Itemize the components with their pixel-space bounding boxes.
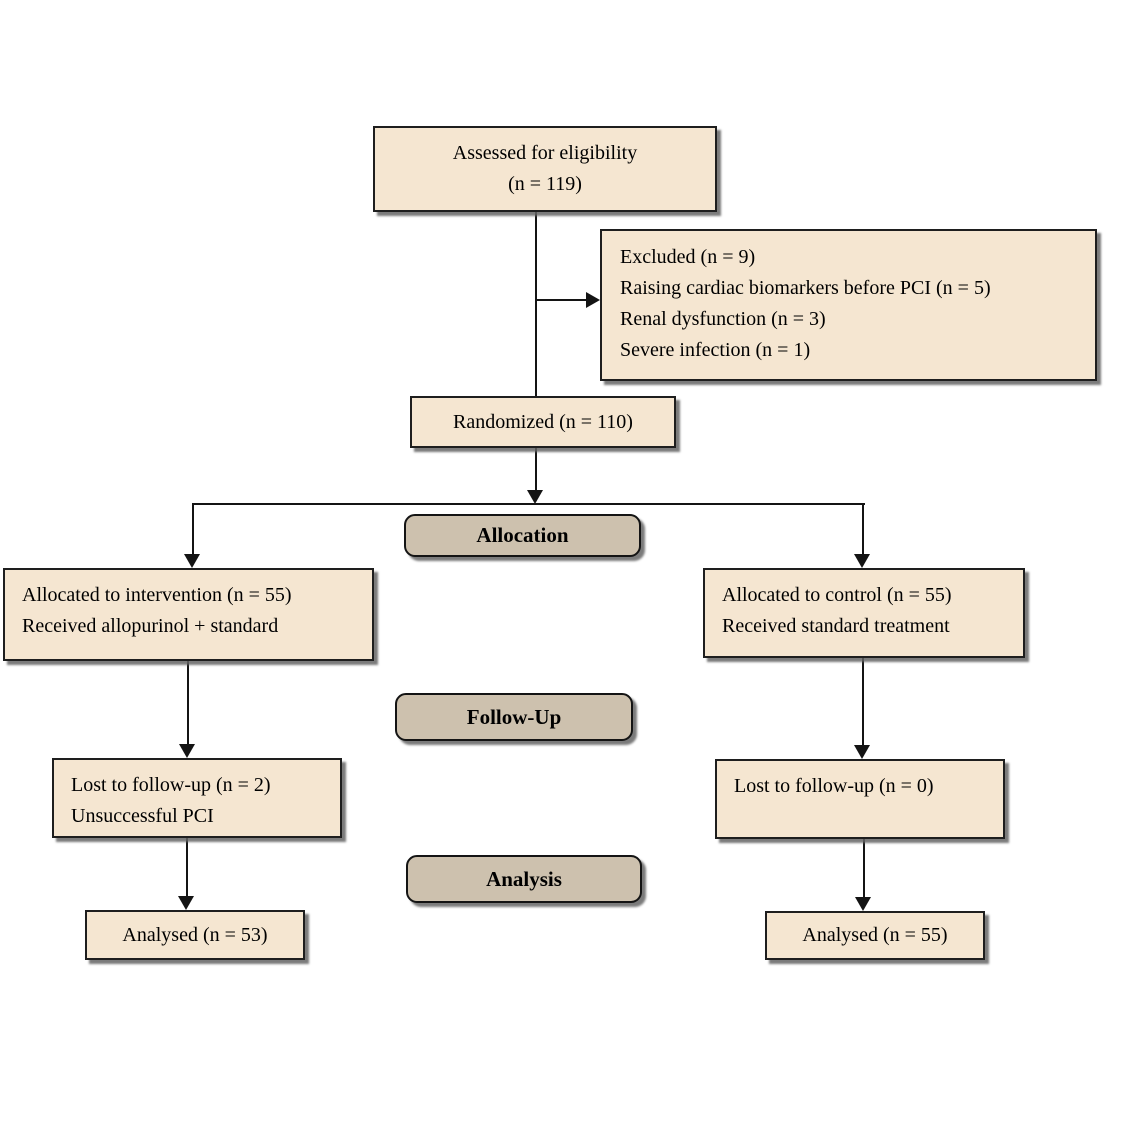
arrowhead-lost-control-icon — [854, 745, 870, 759]
connector-lost-to-analysed-intervention — [186, 838, 188, 897]
assessed-eligibility-box: Assessed for eligibility (n = 119) — [373, 126, 717, 212]
followup-stage-label: Follow-Up — [395, 693, 633, 741]
connector-randomized-to-junction — [535, 448, 537, 490]
arrowhead-analysed-intervention-icon — [178, 896, 194, 910]
connector-to-excluded — [536, 299, 588, 301]
lost-intervention-line-2: Unsuccessful PCI — [71, 805, 214, 827]
allocated-intervention-box: Allocated to intervention (n = 55) Recei… — [3, 568, 374, 661]
excluded-line-1: Excluded (n = 9) — [620, 246, 756, 268]
arrowhead-analysed-control-icon — [855, 897, 871, 911]
randomized-box: Randomized (n = 110) — [410, 396, 676, 448]
analysis-stage-label: Analysis — [406, 855, 642, 903]
analysed-control-box: Analysed (n = 55) — [765, 911, 985, 960]
allocated-control-line-1: Allocated to control (n = 55) — [722, 584, 952, 606]
excluded-line-4: Severe infection (n = 1) — [620, 339, 811, 361]
analysed-intervention-box: Analysed (n = 53) — [85, 910, 305, 960]
allocation-stage-text: Allocation — [476, 523, 569, 547]
excluded-box: Excluded (n = 9) Raising cardiac biomark… — [600, 229, 1097, 381]
excluded-line-2: Raising cardiac biomarkers before PCI (n… — [620, 277, 991, 299]
analysed-intervention-label: Analysed (n = 53) — [122, 923, 268, 946]
arrowhead-allocated-control-icon — [854, 554, 870, 568]
connector-intervention-to-lost — [187, 661, 189, 745]
lost-control-line-1: Lost to follow-up (n = 0) — [734, 775, 934, 797]
randomized-label: Randomized (n = 110) — [453, 410, 633, 433]
connector-control-to-lost — [862, 658, 864, 746]
arrowhead-allocated-intervention-icon — [184, 554, 200, 568]
allocated-control-line-2: Received standard treatment — [722, 615, 950, 637]
allocated-control-box: Allocated to control (n = 55) Received s… — [703, 568, 1025, 658]
lost-intervention-line-1: Lost to follow-up (n = 2) — [71, 774, 271, 796]
excluded-line-3: Renal dysfunction (n = 3) — [620, 308, 826, 330]
arrowhead-junction-icon — [527, 490, 543, 504]
connector-junction-to-intervention — [192, 505, 194, 555]
assessed-line-1: Assessed for eligibility — [452, 142, 638, 164]
followup-stage-text: Follow-Up — [466, 704, 562, 729]
connector-assessed-to-randomized — [535, 212, 537, 396]
arrowhead-lost-intervention-icon — [179, 744, 195, 758]
allocated-intervention-line-2: Received allopurinol + standard — [22, 615, 279, 637]
allocation-stage-label: Allocation — [404, 514, 641, 557]
lost-followup-intervention-box: Lost to follow-up (n = 2) Unsuccessful P… — [52, 758, 342, 838]
connector-lost-to-analysed-control — [863, 839, 865, 898]
lost-followup-control-box: Lost to follow-up (n = 0) — [715, 759, 1005, 839]
allocated-intervention-line-1: Allocated to intervention (n = 55) — [22, 584, 292, 606]
assessed-line-2: (n = 119) — [508, 173, 582, 195]
connector-junction-horizontal — [192, 503, 865, 505]
analysed-control-label: Analysed (n = 55) — [802, 924, 948, 946]
connector-junction-to-control — [862, 505, 864, 555]
arrowhead-excluded-icon — [586, 292, 600, 308]
analysis-stage-text: Analysis — [486, 866, 562, 891]
